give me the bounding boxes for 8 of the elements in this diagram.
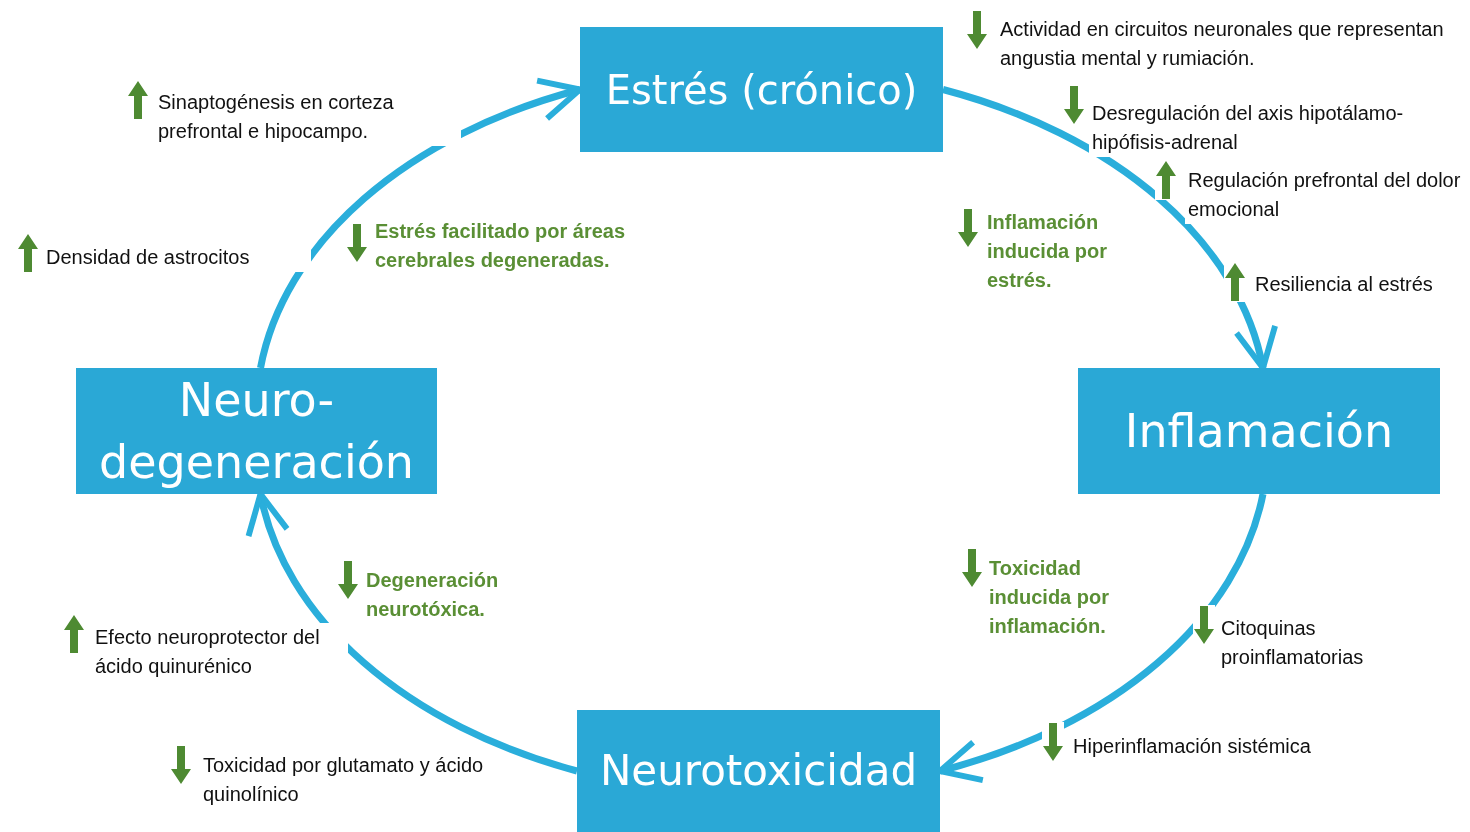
node-title: Estrés (crónico) (605, 65, 918, 115)
node-title: Neuro-degeneración (98, 371, 415, 491)
process-box (1078, 368, 1440, 494)
node-title: Inflamación (1124, 402, 1394, 460)
process-box (76, 368, 437, 494)
process-box (580, 27, 943, 152)
process-box (577, 710, 940, 832)
node-title: Neurotoxicidad (599, 744, 918, 797)
